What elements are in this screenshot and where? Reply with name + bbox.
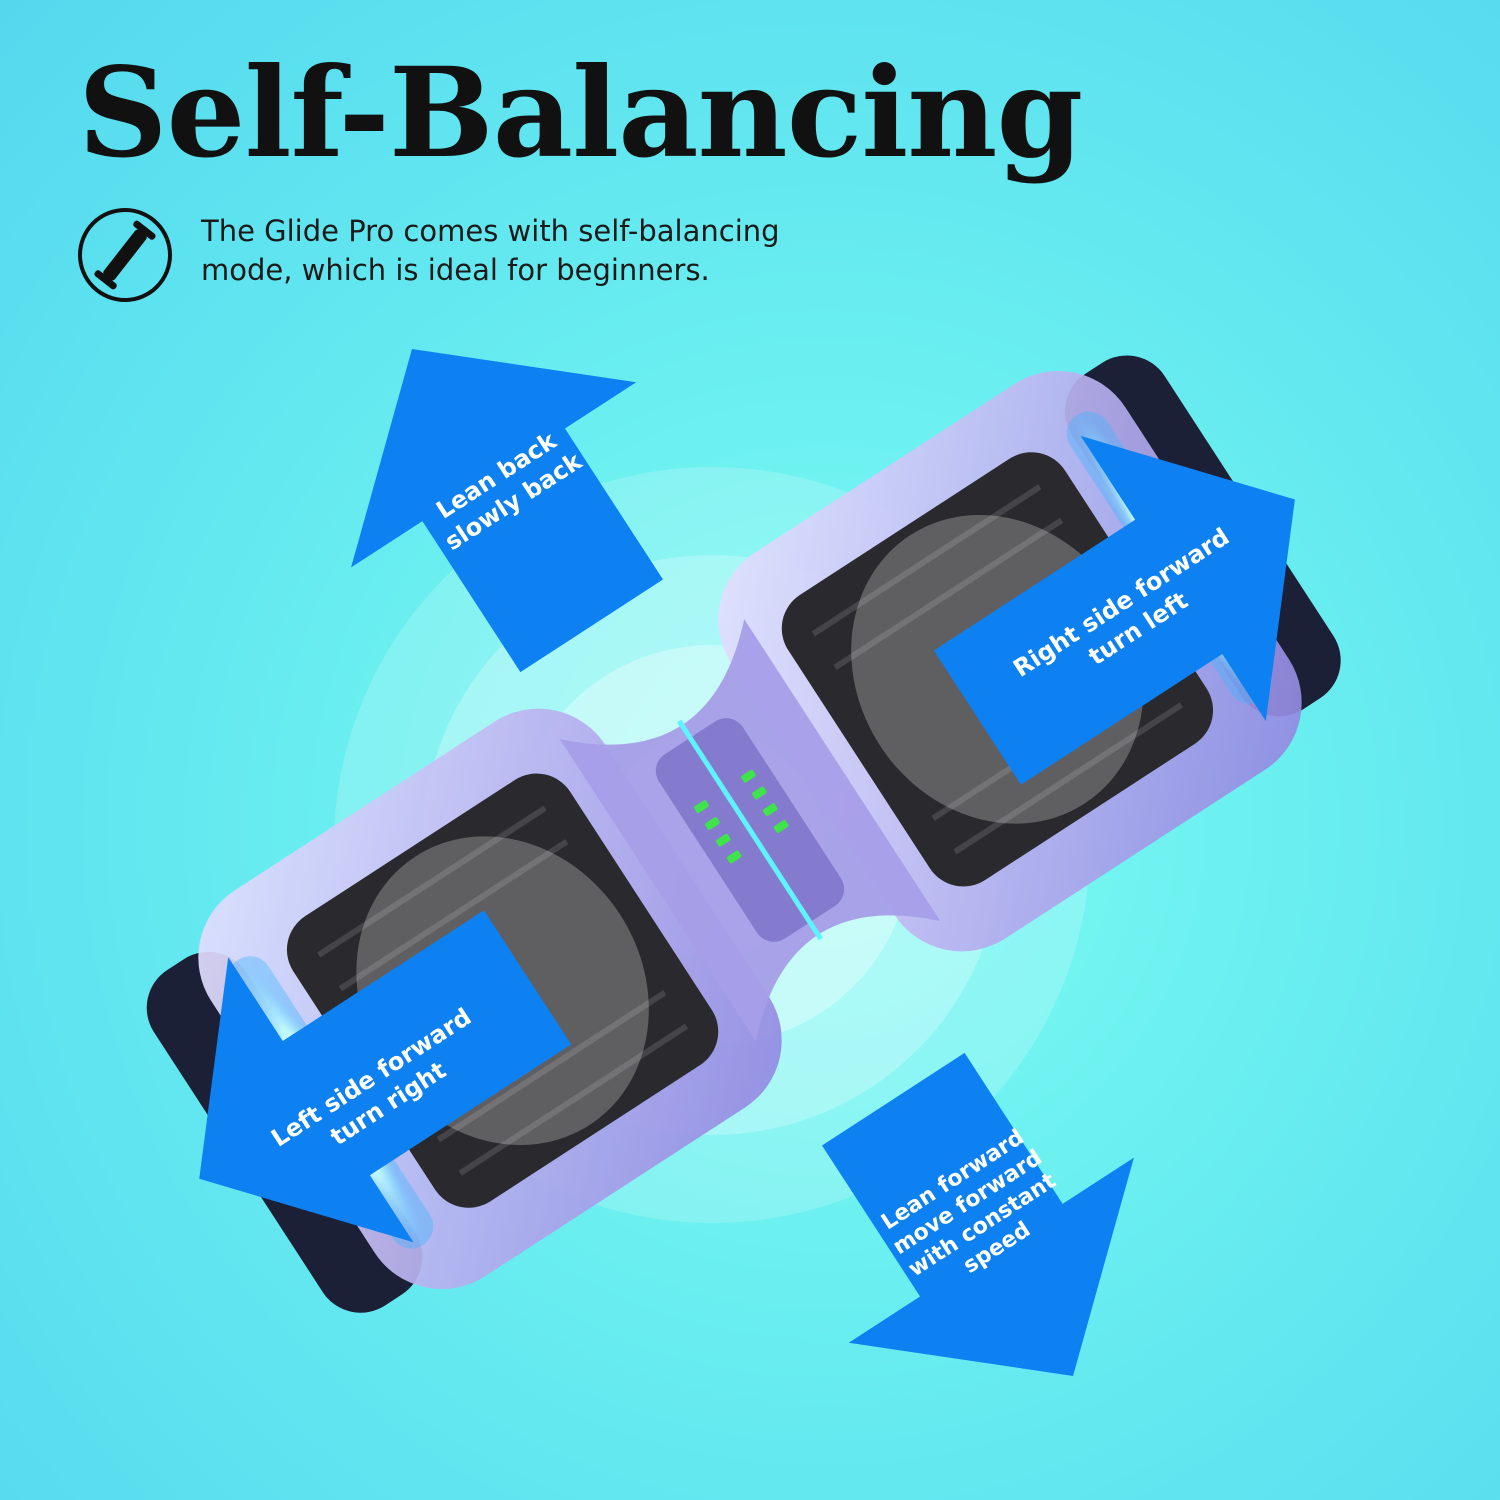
- left-side-arrow-icon: [199, 910, 572, 1243]
- lean-back-arrow-icon: [351, 349, 663, 673]
- right-side-arrow-icon: [933, 435, 1295, 785]
- page-title: Self-Balancing: [78, 41, 1083, 186]
- description-line: The Glide Pro comes with self-balancing: [201, 214, 780, 248]
- description-line: mode, which is ideal for beginners.: [201, 253, 710, 287]
- lean-forward-arrow-icon: [822, 1052, 1134, 1376]
- hoverboard-icon: [76, 206, 174, 304]
- feature-description: The Glide Pro comes with self-balancing …: [201, 212, 841, 290]
- battery-indicator-icon: [694, 769, 789, 864]
